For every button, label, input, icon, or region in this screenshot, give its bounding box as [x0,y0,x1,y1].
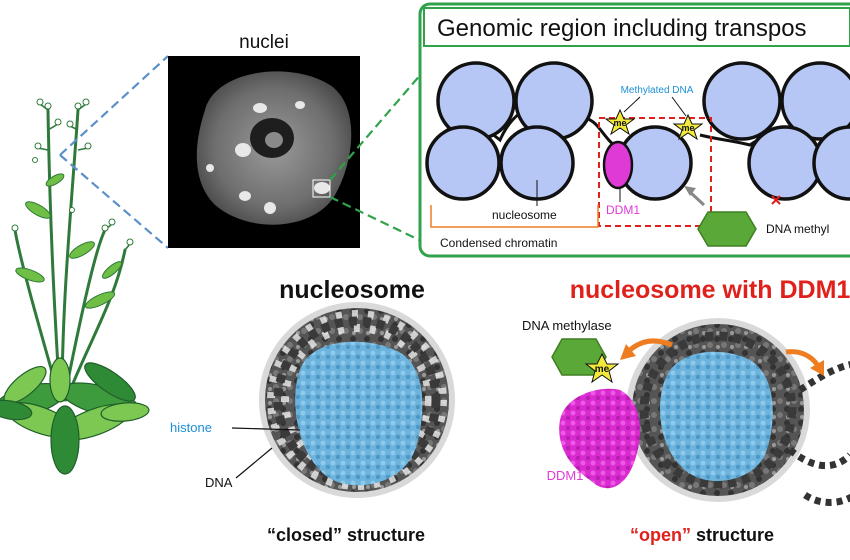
nucleosome-label: nucleosome [492,208,557,222]
open-caption: “open” structure [630,525,774,545]
right-structure-title: nucleosome with DDM1 [570,276,850,304]
left-structure-title: nucleosome [279,276,425,304]
plant-illustration [0,98,150,475]
condensed-chromatin-label: Condensed chromatin [440,236,557,250]
micrograph-title: nuclei [239,32,289,53]
methyl-star-icon: me [604,108,636,136]
dna-methylase-shape [697,211,757,247]
genomic-region-panel: Genomic region including transpos me [418,2,850,258]
nucleus-micrograph [168,56,360,248]
right-ddm1-label: DDM1 [547,468,584,483]
methylated-dna-label: Methylated DNA [621,85,694,96]
blocked-x-icon [771,195,781,205]
right-methylase-label: DNA methylase [522,318,612,333]
right-methyl-star-icon: me [584,352,620,384]
ddm1-label: DDM1 [606,203,640,217]
methyl-star-icon: me [672,113,704,141]
dna-label: DNA [205,475,233,490]
open-nucleosome-structure [559,318,850,506]
svg-text:me: me [595,364,610,375]
dna-methylase-label: DNA methyl [766,222,829,236]
histone-label: histone [170,420,212,435]
closed-caption: “closed” structure [267,525,425,545]
svg-text:me: me [613,118,626,128]
panel-title: Genomic region including transpos [437,15,807,42]
ddm1-shape [602,140,634,190]
closed-nucleosome-structure [259,302,455,498]
zoom-lines-blue [59,55,169,249]
svg-text:me: me [681,123,694,133]
